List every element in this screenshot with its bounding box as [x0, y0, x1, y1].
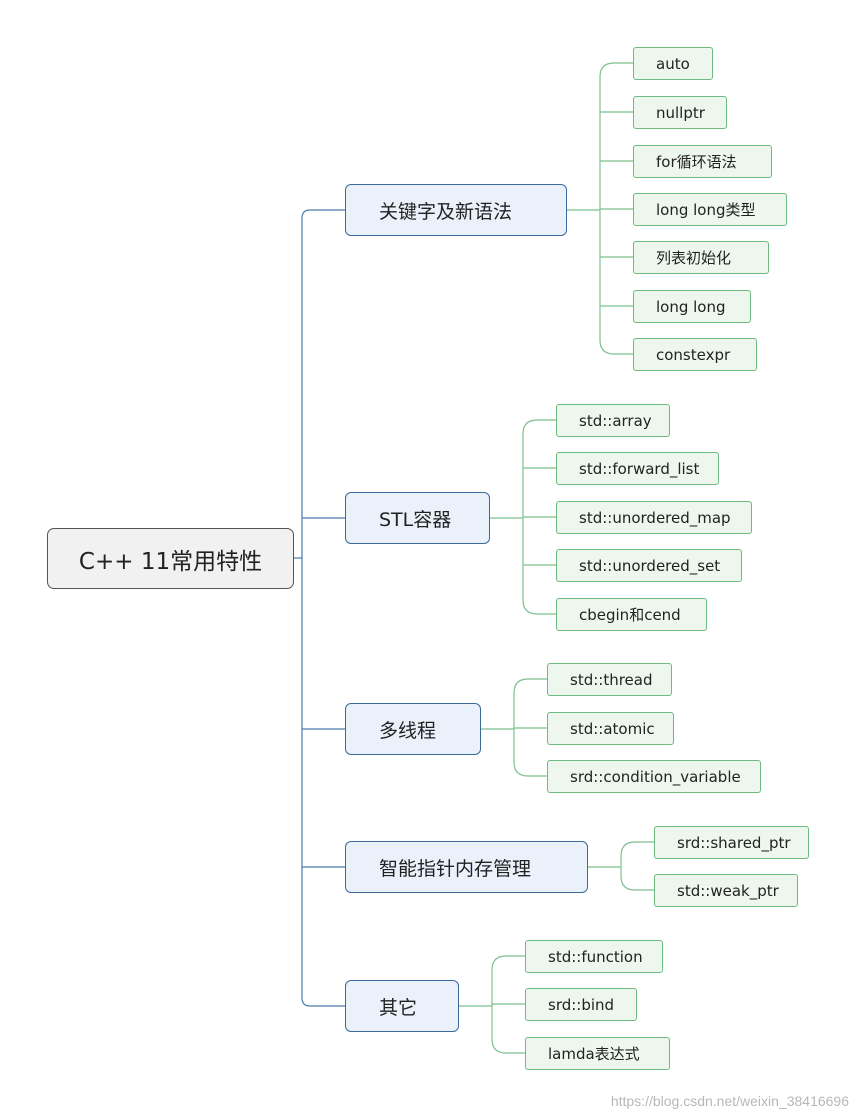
- category-stl-containers[interactable]: STL容器: [345, 492, 490, 544]
- leaf-connector: [522, 599, 556, 615]
- root-node[interactable]: C++ 11常用特性: [47, 528, 294, 589]
- leaf-std-unordered-map[interactable]: std::unordered_map: [556, 501, 752, 534]
- category-multithreading[interactable]: 多线程: [345, 703, 481, 755]
- leaf-srd-bind[interactable]: srd::bind: [525, 988, 637, 1021]
- category-connector: [301, 997, 345, 1007]
- leaf-lambda-expression[interactable]: lamda表达式: [525, 1037, 670, 1070]
- leaf-std-array[interactable]: std::array: [556, 404, 670, 437]
- leaf-connector: [513, 678, 547, 694]
- category-connector: [301, 209, 345, 219]
- leaf-auto[interactable]: auto: [633, 47, 713, 80]
- leaf-cbegin-cend[interactable]: cbegin和cend: [556, 598, 707, 631]
- category-keywords-syntax[interactable]: 关键字及新语法: [345, 184, 567, 236]
- leaf-connector: [599, 62, 633, 78]
- leaf-std-function[interactable]: std::function: [525, 940, 663, 973]
- leaf-std-thread[interactable]: std::thread: [547, 663, 672, 696]
- leaf-long-long[interactable]: long long: [633, 290, 751, 323]
- leaf-connector: [620, 875, 654, 891]
- leaf-std-forward-list[interactable]: std::forward_list: [556, 452, 719, 485]
- leaf-connector: [599, 339, 633, 355]
- watermark: https://blog.csdn.net/weixin_38416696: [610, 1093, 849, 1109]
- leaf-std-atomic[interactable]: std::atomic: [547, 712, 674, 745]
- leaf-shared-ptr[interactable]: srd::shared_ptr: [654, 826, 809, 859]
- leaf-for-loop-syntax[interactable]: for循环语法: [633, 145, 772, 178]
- leaf-list-initialization[interactable]: 列表初始化: [633, 241, 769, 274]
- leaf-connector: [620, 841, 654, 857]
- leaf-connector: [522, 419, 556, 435]
- leaf-long-long-type[interactable]: long long类型: [633, 193, 787, 226]
- leaf-constexpr[interactable]: constexpr: [633, 338, 757, 371]
- category-others[interactable]: 其它: [345, 980, 459, 1032]
- leaf-connector: [491, 1038, 525, 1054]
- leaf-std-unordered-set[interactable]: std::unordered_set: [556, 549, 742, 582]
- leaf-nullptr[interactable]: nullptr: [633, 96, 727, 129]
- leaf-connector: [491, 955, 525, 971]
- leaf-weak-ptr[interactable]: std::weak_ptr: [654, 874, 798, 907]
- leaf-connector: [513, 761, 547, 777]
- leaf-condition-variable[interactable]: srd::condition_variable: [547, 760, 761, 793]
- category-smart-pointers[interactable]: 智能指针内存管理: [345, 841, 588, 893]
